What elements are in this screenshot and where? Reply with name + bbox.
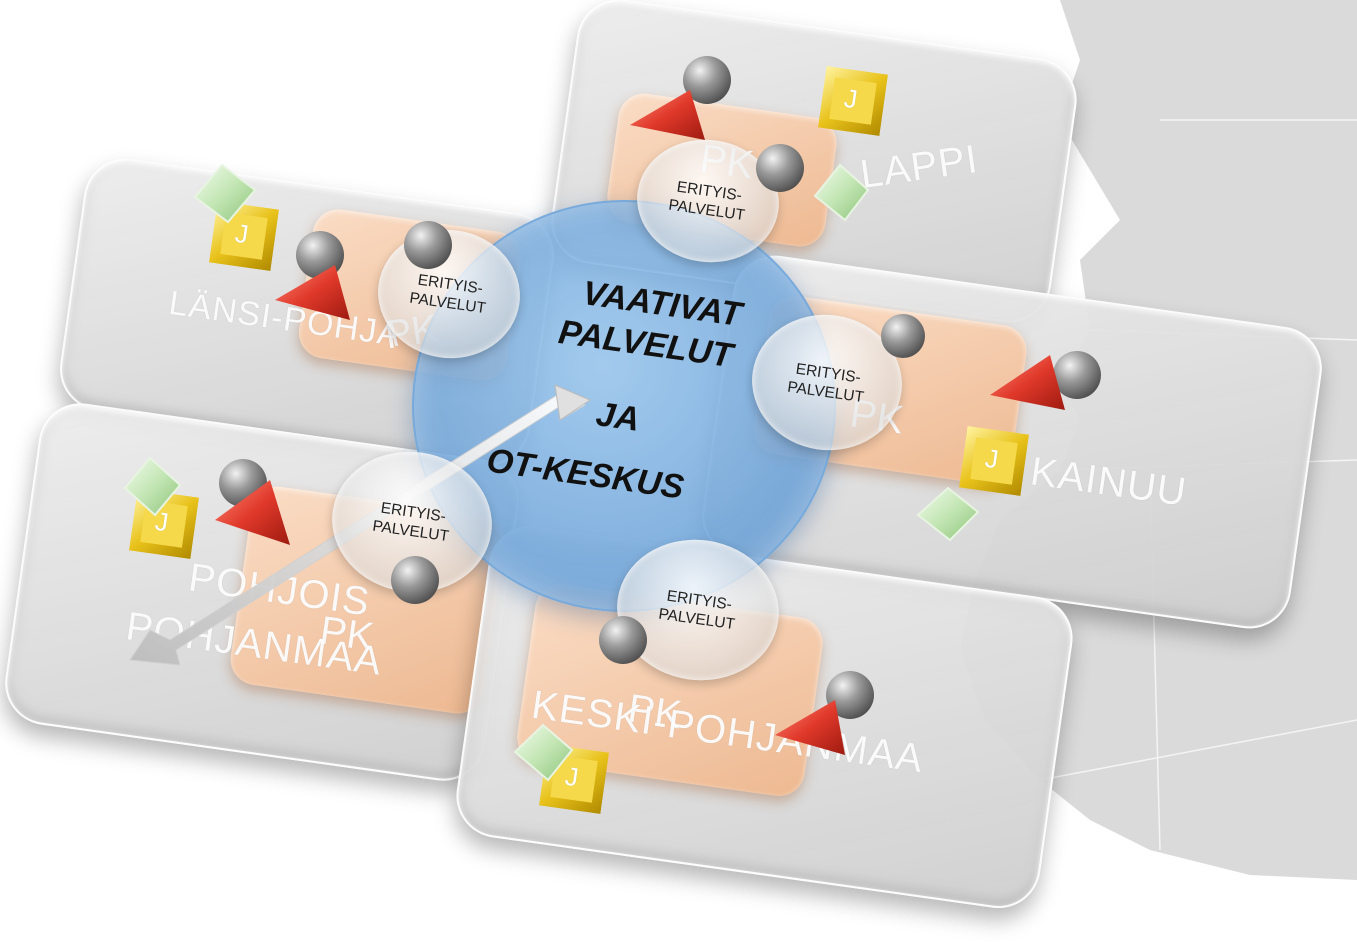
triangle-icon xyxy=(215,480,290,545)
triangle-icon xyxy=(990,355,1065,410)
j-marker-kainuu: J xyxy=(958,425,1030,497)
j-gem-icon xyxy=(817,65,889,137)
diamond-icon xyxy=(813,163,870,222)
sphere-icon xyxy=(404,221,452,269)
diamond-icon xyxy=(916,486,980,542)
sphere-icon xyxy=(1053,351,1101,399)
sphere-icon xyxy=(391,556,439,604)
diamond-icon xyxy=(123,456,182,517)
sphere-icon xyxy=(756,144,804,192)
triangle-icon xyxy=(630,90,705,140)
triangle-icon xyxy=(275,265,350,320)
j-gem-icon xyxy=(958,425,1030,497)
j-marker-lappi: J xyxy=(817,65,889,137)
diamond-icon xyxy=(193,163,257,224)
sphere-icon xyxy=(599,616,647,664)
sphere-icon xyxy=(881,314,925,358)
triangle-icon xyxy=(775,700,845,755)
diamond-icon xyxy=(513,723,574,782)
sphere-icon xyxy=(826,671,874,719)
sphere-icon xyxy=(683,56,731,104)
